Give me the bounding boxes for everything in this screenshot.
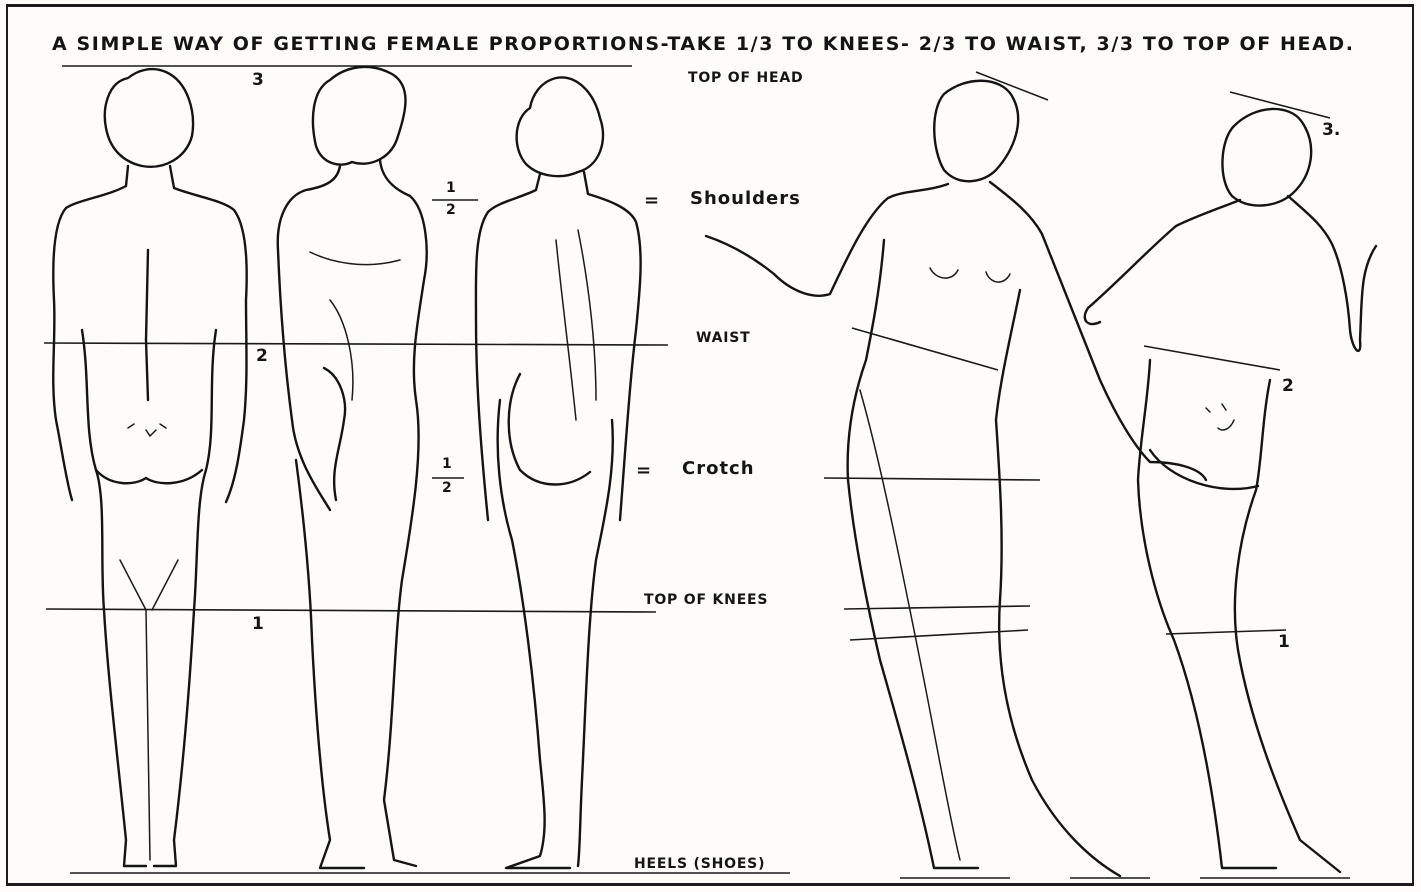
marker-right-2: 2: [1282, 376, 1294, 396]
figure-side-view: [278, 67, 427, 868]
half-numerator-upper: 1: [446, 180, 456, 196]
label-crotch: Crotch: [682, 458, 755, 479]
label-top-of-head: TOP OF HEAD: [688, 70, 803, 86]
equals-shoulders: =: [644, 190, 659, 211]
waist-tilt-line-4: [852, 328, 998, 370]
crotch-line-4: [824, 478, 1040, 480]
equals-crotch: =: [636, 460, 651, 481]
figure-back-looking-back: [1085, 92, 1376, 872]
half-numerator-lower: 1: [442, 456, 452, 472]
label-heels: HEELS (SHOES): [634, 856, 765, 872]
figure-back-view: [53, 69, 246, 866]
label-waist: WAIST: [696, 330, 751, 346]
label-top-of-knees: TOP OF KNEES: [644, 592, 768, 608]
head-tilt-line-5: [1230, 92, 1330, 118]
marker-1: 1: [252, 614, 264, 634]
knees-line-4a: [844, 606, 1030, 609]
waist-line: [44, 343, 668, 345]
figure-three-quarter-back-view: [476, 77, 641, 868]
knees-line-5: [1166, 630, 1286, 634]
marker-3: 3: [252, 70, 264, 90]
half-denominator-upper: 2: [446, 202, 456, 218]
marker-right-3: 3.: [1322, 120, 1340, 140]
label-shoulders: Shoulders: [690, 188, 801, 209]
marker-right-1: 1: [1278, 632, 1290, 652]
marker-2: 2: [256, 346, 268, 366]
knees-line-4b: [850, 630, 1028, 640]
knees-line: [46, 609, 656, 612]
waist-tilt-line-5: [1144, 346, 1280, 370]
half-denominator-lower: 2: [442, 480, 452, 496]
